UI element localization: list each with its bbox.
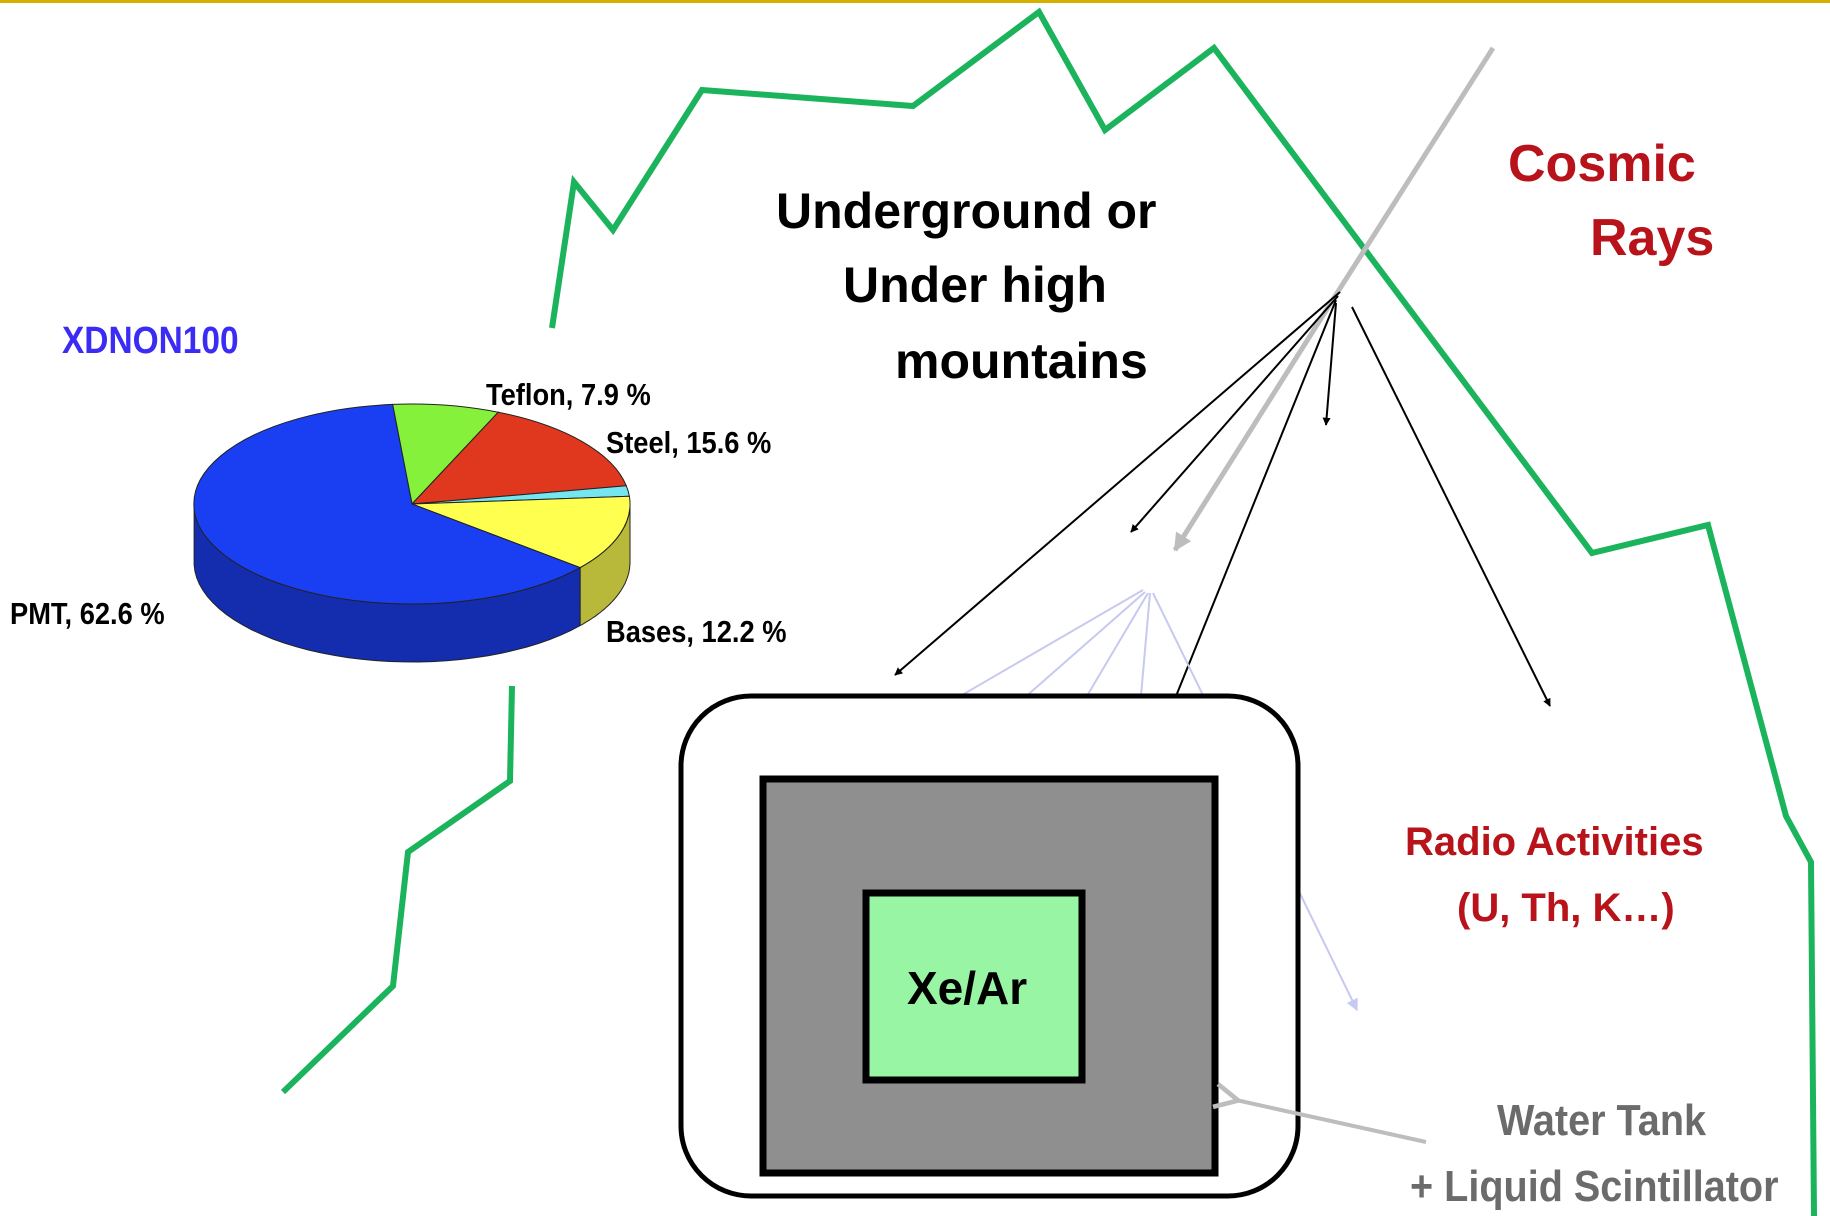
secondary-arrow [1351, 306, 1551, 707]
secondary-arrow [894, 291, 1341, 676]
mountain-outline-left [280, 685, 515, 1095]
pie-slice-bases [411, 495, 631, 569]
top-accent-line [0, 0, 1830, 3]
liquid-scintillator-label: + Liquid Scintillator [1410, 1162, 1779, 1211]
cosmic-label-line1: Cosmic [1508, 135, 1696, 193]
detector-label: Xe/Ar [907, 962, 1028, 1014]
water-tank-label: Water Tank [1497, 1096, 1707, 1145]
pie-slice-teflon [391, 403, 500, 506]
cosmic-ray-arrow [1172, 288, 1342, 552]
secondary-arrow [1130, 295, 1339, 533]
radiation-arrow [1134, 592, 1151, 709]
underground-label-line2: Under high [843, 257, 1107, 313]
secondary-arrow [1322, 302, 1337, 426]
water-tank-pointer [1236, 1100, 1427, 1144]
pie-label-bases: Bases, 12.2 % [606, 614, 787, 649]
pie-label-pmt: PMT, 62.6 % [10, 596, 165, 631]
pie-slice-steel [410, 411, 628, 505]
secondary-particle-arrows [894, 291, 1551, 816]
pie-slice-pmt [193, 403, 582, 605]
underground-label-line1: Underground or [776, 183, 1157, 239]
pie-title: XDNON100 [62, 320, 239, 362]
radio-activities-label: Radio Activities [1405, 820, 1704, 864]
mountain-outline [549, 7, 1817, 1216]
pie-label-teflon: Teflon, 7.9 % [486, 377, 651, 412]
radio-elements-label: (U, Th, K…) [1457, 886, 1675, 930]
underground-label-line3: mountains [895, 333, 1148, 389]
xe-ar-target [862, 889, 1086, 1084]
pie-chart [193, 403, 631, 663]
cosmic-ray-line [1336, 46, 1496, 292]
pie-label-steel: Steel, 15.6 % [606, 425, 772, 460]
cosmic-label-line2: Rays [1590, 209, 1715, 267]
